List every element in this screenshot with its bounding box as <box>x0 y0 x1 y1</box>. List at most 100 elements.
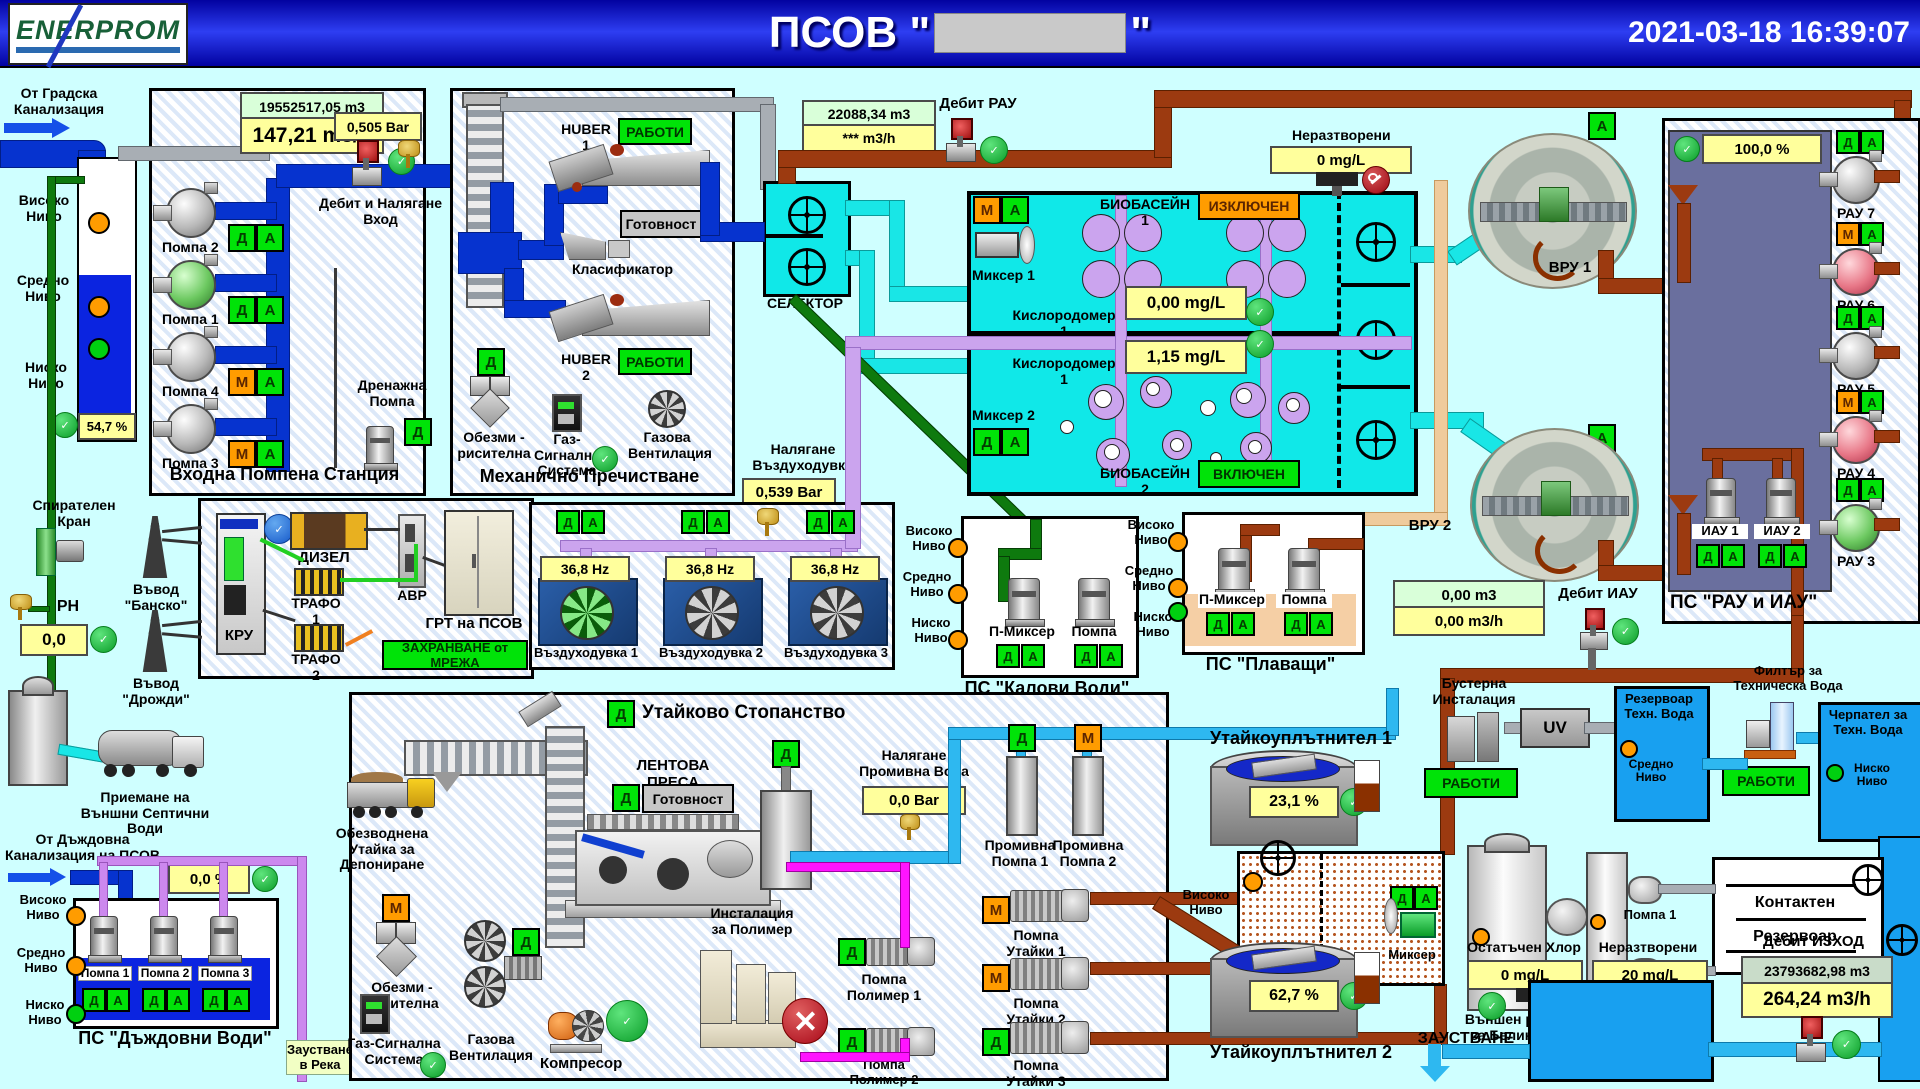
selector-valve-2[interactable] <box>788 248 826 286</box>
trafo2-icon[interactable] <box>294 624 344 652</box>
iau1-pump-icon[interactable] <box>1703 478 1741 525</box>
vps-pump2-mode-d[interactable]: Д <box>228 224 256 252</box>
rain-pump3-mode-a[interactable]: А <box>226 988 250 1012</box>
kalovi-mixer-mode-d[interactable]: Д <box>996 644 1020 668</box>
booster-status[interactable]: РАБОТИ <box>1424 768 1518 798</box>
compressor-icon[interactable] <box>548 1006 604 1053</box>
press-ready-mode-d[interactable]: Д <box>612 784 640 812</box>
kalovi-mixer-mode-a[interactable]: А <box>1021 644 1045 668</box>
mech-deodorizer-mode-d[interactable]: Д <box>477 348 505 376</box>
washpump2-icon[interactable] <box>1072 756 1104 836</box>
plavashti-mixer-mode-a[interactable]: А <box>1231 612 1255 636</box>
blower2-hz-value[interactable]: 36,8 Hz <box>665 556 755 582</box>
polypump2-mode-d[interactable]: Д <box>838 1028 866 1056</box>
thickener1-level-value[interactable]: 23,1 % <box>1249 786 1339 818</box>
blower3-hz-value[interactable]: 36,8 Hz <box>790 556 880 582</box>
rau5-pump-icon[interactable] <box>1819 326 1882 380</box>
sludgepump1-icon[interactable] <box>1010 889 1089 923</box>
press-motor-mode-d[interactable]: Д <box>512 928 540 956</box>
plavashti-mixer-icon[interactable] <box>1215 548 1255 597</box>
tech-filter-status[interactable]: РАБОТИ <box>1722 766 1810 796</box>
kalovi-mixer-icon[interactable] <box>1005 578 1045 627</box>
inlet-pressure-value[interactable]: 0,505 Bar <box>334 112 422 141</box>
rain-pump1-mode-a[interactable]: А <box>106 988 130 1012</box>
rau4-mode-m[interactable]: М <box>1836 390 1860 414</box>
kru-cabinet-icon[interactable] <box>216 513 266 655</box>
ph-value[interactable]: 0,0 <box>20 624 88 656</box>
chamber-valve-1[interactable] <box>1356 222 1396 262</box>
thick-mixer-motor-icon[interactable] <box>1400 912 1436 938</box>
mixer2-mode-d[interactable]: Д <box>973 428 1001 456</box>
rain-pump-3-icon[interactable] <box>207 916 243 963</box>
vps-pump3-mode-m[interactable]: М <box>228 440 256 468</box>
blower2-mode-a[interactable]: А <box>706 510 730 534</box>
vps-drain-pump-icon[interactable] <box>363 426 399 471</box>
sludgepump2-mode-m[interactable]: М <box>982 964 1010 992</box>
washpump1-mode-d[interactable]: Д <box>1008 724 1036 752</box>
vps-pump-3-icon[interactable] <box>153 398 218 454</box>
polypump1-mode-d[interactable]: Д <box>838 938 866 966</box>
bio-tss-sensor-icon[interactable] <box>1316 172 1358 186</box>
rain-pump2-mode-d[interactable]: Д <box>142 988 166 1012</box>
rau7-pump-icon[interactable] <box>1819 150 1882 204</box>
inlet-tank-level-value[interactable]: 54,7 % <box>78 413 136 440</box>
vps-pump4-mode-m[interactable]: М <box>228 368 256 396</box>
mixer1-mode-a[interactable]: А <box>1001 196 1029 224</box>
press-ready-status[interactable]: Готовност <box>642 784 734 813</box>
rain-pump-2-icon[interactable] <box>147 916 183 963</box>
contact-valve-right[interactable] <box>1886 924 1918 956</box>
rain-pump-1-icon[interactable] <box>87 916 123 963</box>
iau1-mode-d[interactable]: Д <box>1696 544 1720 568</box>
washpump1-icon[interactable] <box>1006 756 1038 836</box>
blower3-mode-a[interactable]: А <box>831 510 855 534</box>
oxymeter2-value[interactable]: 1,15 mg/L <box>1125 340 1247 374</box>
blower1-hz-value[interactable]: 36,8 Hz <box>540 556 630 582</box>
mixer1-icon[interactable] <box>975 226 1035 264</box>
sludge-mode-d[interactable]: Д <box>607 700 635 728</box>
iau1-mode-a[interactable]: А <box>1721 544 1745 568</box>
sludgepump3-mode-d[interactable]: Д <box>982 1028 1010 1056</box>
blower2-mode-d[interactable]: Д <box>681 510 705 534</box>
rau3-pump-icon[interactable] <box>1819 498 1882 552</box>
huber2-status[interactable]: РАБОТИ <box>618 348 692 375</box>
vps-pump-2-icon[interactable] <box>153 182 218 238</box>
contact-valve-top[interactable] <box>1852 864 1884 896</box>
rau-flowmeter-icon[interactable] <box>946 118 976 162</box>
plavashti-pump-mode-d[interactable]: Д <box>1284 612 1308 636</box>
mixer2-mode-a[interactable]: А <box>1001 428 1029 456</box>
thick-dist-valve-top[interactable] <box>1260 840 1296 876</box>
ph-sensor-icon[interactable] <box>10 594 32 620</box>
sludgepump3-icon[interactable] <box>1010 1021 1089 1055</box>
air-pressure-sensor-icon[interactable] <box>757 508 779 536</box>
vps-pump1-mode-a[interactable]: А <box>256 296 284 324</box>
rain-pump3-mode-d[interactable]: Д <box>202 988 226 1012</box>
iau2-mode-a[interactable]: А <box>1783 544 1807 568</box>
avr-icon[interactable] <box>398 514 426 588</box>
vps-pump3-mode-a[interactable]: А <box>256 440 284 468</box>
bio-tss-value[interactable]: 0 mg/L <box>1270 146 1412 174</box>
rain-pump2-mode-a[interactable]: А <box>166 988 190 1012</box>
iau2-pump-icon[interactable] <box>1763 478 1801 525</box>
power-source-status[interactable]: ЗАХРАНВАНЕ от МРЕЖА <box>382 640 528 670</box>
vps-pump2-mode-a[interactable]: А <box>256 224 284 252</box>
inlet-pressure-sensor-icon[interactable] <box>398 140 420 168</box>
rau-ps-level-value[interactable]: 100,0 % <box>1702 134 1822 164</box>
rau3-mode-d[interactable]: Д <box>1836 478 1860 502</box>
vru2-clarifier-icon[interactable] <box>1470 428 1639 582</box>
plavashti-pump-mode-a[interactable]: А <box>1309 612 1333 636</box>
kalovi-pump-mode-d[interactable]: Д <box>1074 644 1098 668</box>
sludgepump2-icon[interactable] <box>1010 957 1089 991</box>
wash-pressure-sensor-icon[interactable] <box>900 814 920 840</box>
rain-level-value[interactable]: 0,0 % <box>168 864 250 894</box>
sludge-deo-mode-m[interactable]: М <box>382 894 410 922</box>
washpump2-mode-m[interactable]: М <box>1074 724 1102 752</box>
vru1-mode-a[interactable]: А <box>1588 112 1616 140</box>
iau-flowmeter-icon[interactable] <box>1580 608 1608 650</box>
vps-pump-1-icon[interactable] <box>153 254 218 310</box>
iau-flow-total[interactable]: 0,00 m3 <box>1393 580 1545 610</box>
uv-unit[interactable]: UV <box>1520 708 1590 748</box>
blower3-mode-d[interactable]: Д <box>806 510 830 534</box>
rau6-pump-icon[interactable] <box>1819 242 1882 296</box>
rau-flow-total[interactable]: 22088,34 m3 <box>802 100 936 128</box>
blower1-mode-a[interactable]: А <box>581 510 605 534</box>
